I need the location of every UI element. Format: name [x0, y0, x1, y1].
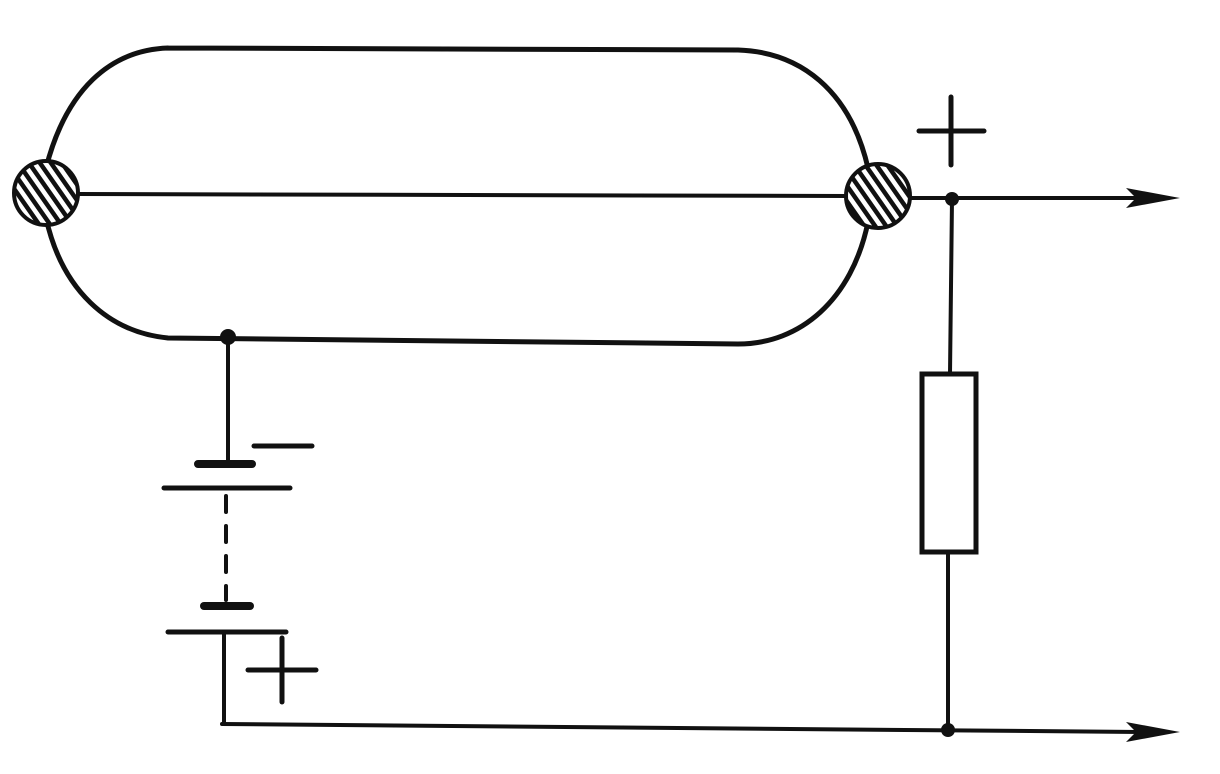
hatched-electrode-icon: [12, 159, 80, 227]
hatched-electrode-icon: [844, 162, 912, 230]
arrow-right-icon: [1126, 188, 1180, 208]
bias-battery-circuit: − +: [161, 329, 319, 726]
tube-group: [12, 45, 912, 347]
anode-wire: [76, 192, 850, 198]
tube-envelope: [43, 45, 871, 347]
output-circuit: +: [220, 94, 1180, 742]
lower-output-line: [220, 722, 1142, 734]
anode-polarity-sign: +: [916, 94, 987, 168]
battery-positive-sign: +: [245, 635, 319, 705]
resistor-upper-lead: [948, 197, 954, 376]
battery-negative-sign: −: [251, 443, 315, 449]
arrow-right-icon: [1126, 722, 1180, 742]
load-resistor: [919, 371, 979, 555]
